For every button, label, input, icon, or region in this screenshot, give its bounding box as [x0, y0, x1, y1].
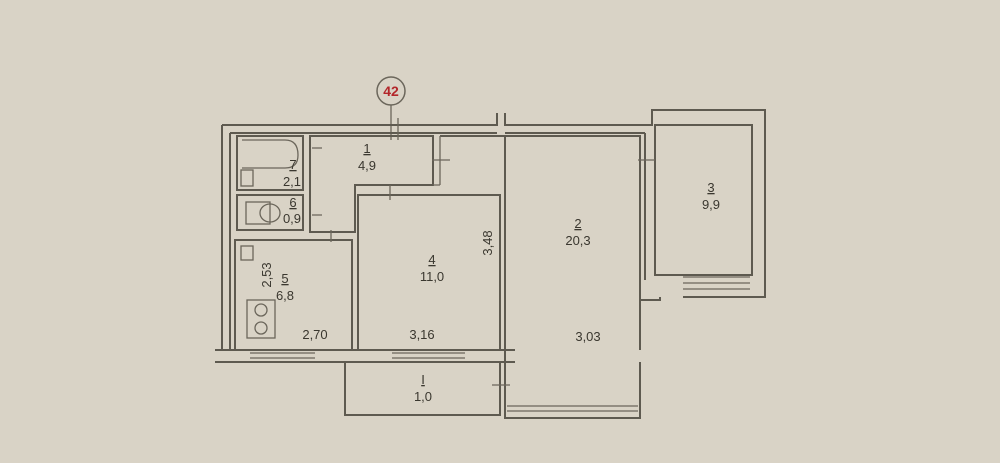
- room-number: I: [421, 372, 425, 387]
- room-number: 2: [574, 216, 581, 231]
- room-area: 6,8: [276, 288, 294, 303]
- room-area: 9,9: [702, 197, 720, 212]
- dimension-room4-width: 3,16: [409, 327, 434, 342]
- room-area: 1,0: [414, 389, 432, 404]
- room-7: 7 2,1: [283, 157, 301, 189]
- room-number: 7: [289, 157, 296, 172]
- room-number: 6: [289, 195, 296, 210]
- dimension-room5-height: 2,53: [259, 262, 274, 287]
- room-3: 3 9,9: [702, 180, 720, 212]
- room-1: 1 4,9: [358, 141, 376, 173]
- dimension-room4-height: 3,48: [480, 230, 495, 255]
- apartment-number: 42: [383, 83, 399, 99]
- room-number: 3: [707, 180, 714, 195]
- apartment-marker: 42: [376, 76, 406, 140]
- room-area: 20,3: [565, 233, 590, 248]
- room-area: 0,9: [283, 211, 301, 226]
- room-number: 1: [363, 141, 370, 156]
- room-number: 5: [281, 271, 288, 286]
- dimension-room2-width: 3,03: [575, 329, 600, 344]
- room-2: 2 20,3: [565, 216, 590, 248]
- room-number: 4: [428, 252, 435, 267]
- dimension-room5-width: 2,70: [302, 327, 327, 342]
- room-4: 4 11,0: [420, 252, 444, 284]
- room-area: 11,0: [420, 269, 444, 284]
- room-area: 2,1: [283, 174, 301, 189]
- room-5: 5 6,8: [276, 271, 294, 303]
- walls: [215, 109, 766, 419]
- room-area: 4,9: [358, 158, 376, 173]
- room-6: 6 0,9: [283, 195, 301, 226]
- balcony: I 1,0: [414, 372, 432, 404]
